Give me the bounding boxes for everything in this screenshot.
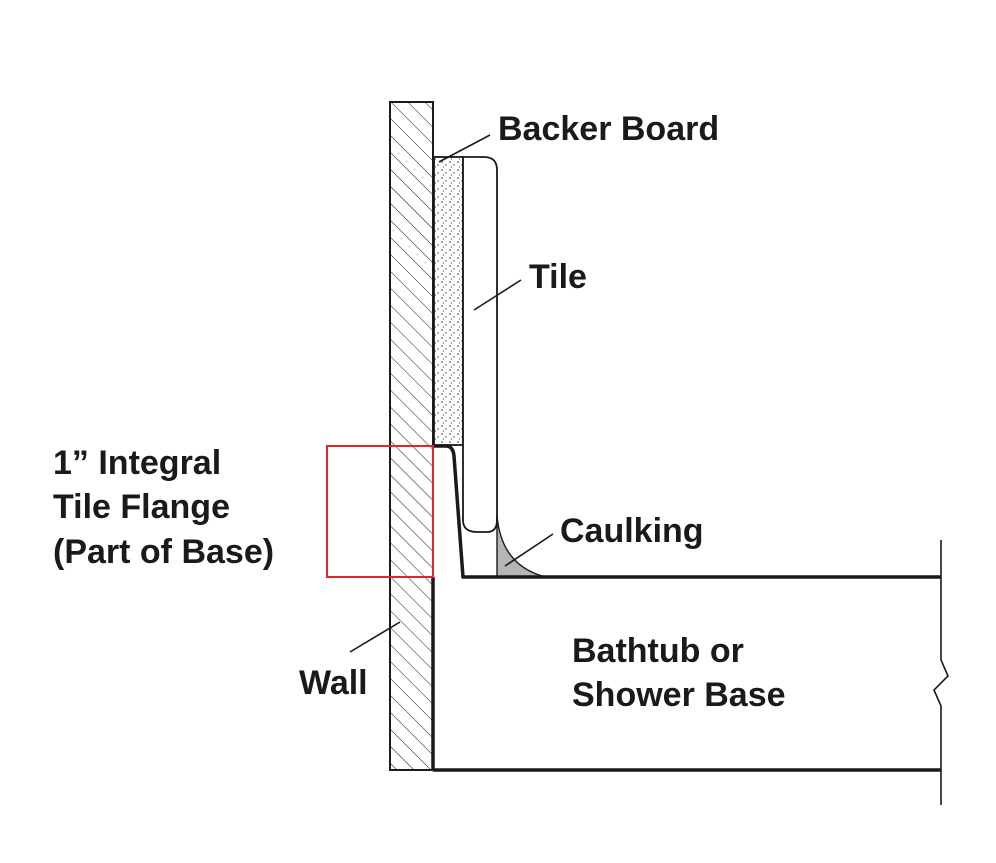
- caulking-bead: [496, 514, 547, 578]
- backer-board-label: Backer Board: [498, 110, 720, 148]
- flange-label-line1: 1” Integral: [53, 444, 222, 482]
- tile-leader: [473, 279, 522, 311]
- tile-label: Tile: [529, 258, 587, 296]
- backer-board-leader: [438, 134, 491, 163]
- base-label-line2: Shower Base: [572, 676, 786, 714]
- wall-leader: [349, 621, 401, 653]
- caulking-leader: [504, 533, 554, 567]
- wall-section: [389, 101, 434, 771]
- caulking-label: Caulking: [560, 512, 704, 550]
- base-label-line1: Bathtub or: [572, 632, 744, 670]
- flange-highlight-box: [326, 445, 434, 578]
- flange-label-line2: Tile Flange: [53, 488, 230, 526]
- flange-label-line3: (Part of Base): [53, 533, 275, 571]
- backer-board-section: [433, 156, 464, 446]
- break-line: [933, 540, 949, 805]
- tile-section: [462, 156, 498, 533]
- integral-tile-flange: [433, 444, 941, 579]
- wall-label: Wall: [299, 664, 368, 702]
